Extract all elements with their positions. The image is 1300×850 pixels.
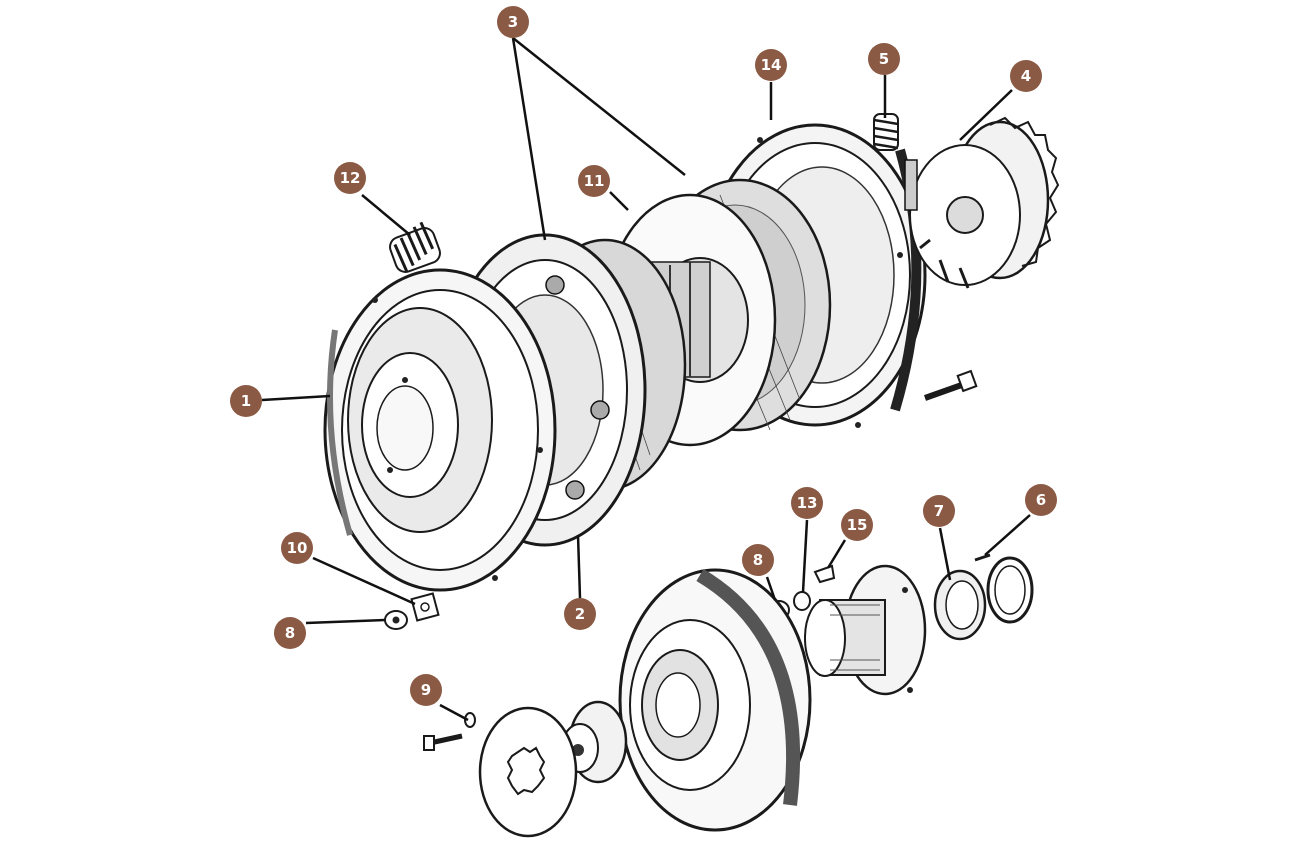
svg-text:12: 12 [340, 169, 361, 187]
callout-15: 15 [841, 509, 873, 541]
leader-13 [801, 519, 809, 593]
part-7-ring-nut [933, 569, 987, 641]
callout-1: 1 [230, 385, 262, 417]
callout-6: 6 [1025, 484, 1057, 516]
part-1-clutch-cover [323, 268, 557, 592]
leader-3b [512, 37, 686, 176]
flywheel-bolt [923, 369, 978, 401]
svg-text:9: 9 [421, 681, 431, 699]
svg-text:14: 14 [761, 56, 782, 74]
callout-7: 7 [923, 495, 955, 527]
callout-8-left: 8 [274, 617, 306, 649]
callout-3: 3 [497, 6, 529, 38]
leader-15 [826, 539, 847, 569]
cover-disc [478, 706, 578, 838]
svg-text:6: 6 [1036, 491, 1046, 509]
svg-text:11: 11 [584, 172, 605, 190]
leader-12 [361, 194, 411, 236]
part-15-tab [813, 564, 836, 584]
leader-3a [511, 37, 547, 241]
part-13-lock-washer [793, 591, 811, 611]
part-9-screw [423, 712, 476, 751]
callout-8-right: 8 [742, 544, 774, 576]
svg-text:8: 8 [285, 624, 295, 642]
part-8-nut-left [384, 610, 408, 630]
svg-text:13: 13 [797, 494, 818, 512]
part-10-tab-washer [410, 592, 440, 622]
leader-10 [312, 556, 416, 606]
leader-8a [305, 618, 386, 625]
leader-6 [984, 514, 1031, 556]
callout-14: 14 [755, 49, 787, 81]
leader-lines [261, 37, 1031, 722]
part-4-gear-assembly [904, 116, 1060, 289]
callout-5: 5 [868, 43, 900, 75]
leader-8b [765, 576, 777, 601]
callout-12: 12 [334, 162, 366, 194]
part-12-spring [389, 221, 441, 273]
clutch-hub-flange [804, 564, 927, 696]
leader-2 [576, 534, 582, 599]
callout-11: 11 [578, 165, 610, 197]
clutch-drum [618, 568, 812, 832]
leader-7 [938, 527, 952, 581]
leader-11 [609, 191, 629, 211]
svg-text:7: 7 [934, 502, 944, 520]
leader-1 [261, 394, 331, 402]
svg-text:10: 10 [287, 539, 308, 557]
svg-text:15: 15 [847, 516, 868, 534]
leader-4 [959, 89, 1013, 141]
part-6-retaining-ring [974, 553, 1034, 624]
callout-2: 2 [564, 598, 596, 630]
callout-10: 10 [281, 532, 313, 564]
leader-9 [439, 703, 469, 722]
svg-text:3: 3 [508, 13, 518, 31]
svg-text:8: 8 [753, 551, 763, 569]
part-5-spring [873, 113, 899, 151]
svg-text:4: 4 [1021, 67, 1031, 85]
callout-4: 4 [1010, 60, 1042, 92]
callout-13: 13 [791, 487, 823, 519]
svg-text:1: 1 [241, 392, 251, 410]
svg-text:2: 2 [575, 605, 585, 623]
callout-9: 9 [410, 674, 442, 706]
svg-text:5: 5 [879, 50, 889, 68]
